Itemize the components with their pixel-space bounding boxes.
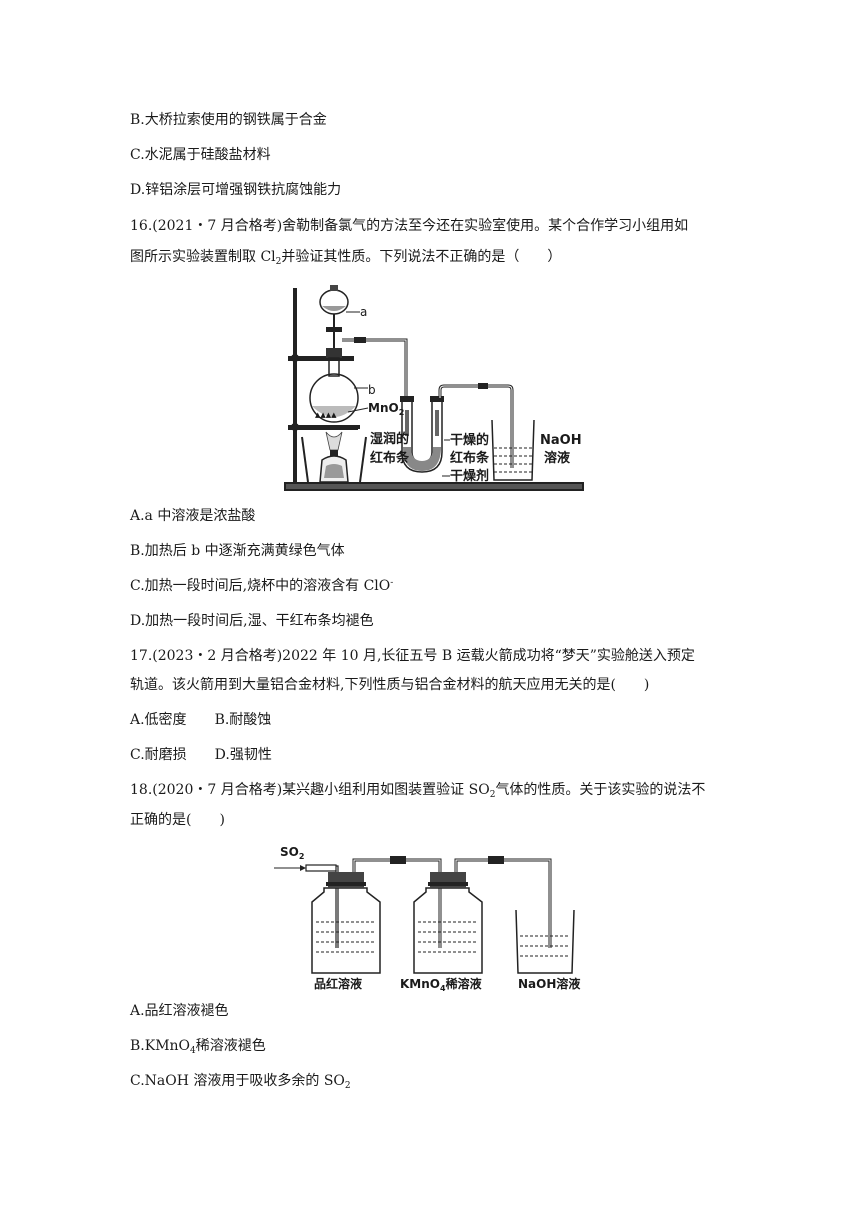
q18-option-a: A.品红溶液褪色 (130, 1003, 229, 1019)
option-d-prev: D.锌铝涂层可增强钢铁抗腐蚀能力 (130, 182, 342, 198)
label-dry-strip-2: 红布条 (450, 450, 490, 466)
q17-option-d: D.强韧性 (214, 747, 272, 763)
q18-option-b-tail: 稀溶液褪色 (195, 1038, 266, 1054)
label-so2: SO2 (280, 845, 304, 861)
q16-stem-line2: 图所示实验装置制取 Cl2并验证其性质。下列说法不正确的是（ ） (130, 247, 561, 267)
q18-option-c: C.NaOH 溶液用于吸收多余的 SO2 (130, 1071, 351, 1091)
label-desiccant: 干燥剂 (450, 468, 489, 484)
q16-option-c-text: C.加热一段时间后,烧杯中的溶液含有 ClO (130, 578, 391, 594)
q18-option-b: B.KMnO4稀溶液褪色 (130, 1036, 266, 1056)
svg-text:▲▲▲▲: ▲▲▲▲ (315, 411, 337, 419)
q18-subscript: 2 (489, 790, 496, 800)
q16-stem-text-tail: 并验证其性质。下列说法不正确的是（ ） (281, 249, 562, 265)
q16-stem-text: 图所示实验装置制取 Cl (130, 249, 276, 265)
option-b-prev: B.大桥拉索使用的钢铁属于合金 (130, 112, 327, 128)
label-kmno4: KMnO4稀溶液 (400, 976, 482, 993)
q16-subscript: 2 (275, 257, 282, 267)
q18-stem-text: 18.(2020・7 月合格考)某兴趣小组利用如图装置验证 SO (130, 782, 490, 798)
q17-option-c: C.耐磨损 (130, 747, 187, 763)
q17-stem-line2: 轨道。该火箭用到大量铝合金材料,下列性质与铝合金材料的航天应用无关的是( ) (130, 677, 650, 693)
label-naoh-solution: NaOH溶液 (518, 976, 580, 991)
label-pinhong: 品红溶液 (314, 976, 362, 991)
q18-option-b-subscript: 4 (190, 1046, 196, 1056)
q18-option-b-text: B.KMnO (130, 1038, 191, 1054)
q17-option-a: A.低密度 (130, 712, 187, 728)
q16-option-b: B.加热后 b 中逐渐充满黄绿色气体 (130, 543, 345, 559)
q16-option-d: D.加热一段时间后,湿、干红布条均褪色 (130, 613, 374, 629)
q18-option-c-text: C.NaOH 溶液用于吸收多余的 SO (130, 1073, 345, 1089)
q17-option-b: B.耐酸蚀 (214, 712, 272, 728)
q17-options-row2: C.耐磨损 D.强韧性 (130, 745, 272, 765)
label-b: b (368, 383, 376, 397)
chlorine-apparatus-figure: a ▲▲▲▲ b MnO2 湿润的 红布条 干燥的 红布条 干燥剂 NaOH 溶… (284, 285, 584, 491)
so2-apparatus-figure: SO2 品红溶液 KMnO4稀溶液 NaOH溶液 (274, 845, 580, 993)
q16-stem-line1: 16.(2021・7 月合格考)舍勒制备氯气的方法至今还在实验室使用。某个合作学… (130, 218, 689, 234)
q16-option-c: C.加热一段时间后,烧杯中的溶液含有 ClO- (130, 576, 393, 596)
label-dry-strip-1: 干燥的 (450, 432, 489, 448)
label-wet-strip-1: 湿润的 (370, 431, 409, 447)
q17-options-row1: A.低密度 B.耐酸蚀 (130, 710, 271, 730)
label-a: a (360, 305, 367, 319)
q18-stem-line1: 18.(2020・7 月合格考)某兴趣小组利用如图装置验证 SO2气体的性质。关… (130, 780, 705, 800)
q18-option-c-subscript: 2 (344, 1081, 351, 1091)
label-naoh-1: NaOH (540, 433, 582, 448)
q16-option-c-superscript: - (390, 578, 394, 588)
label-naoh-2: 溶液 (544, 450, 570, 466)
q16-option-a: A.a 中溶液是浓盐酸 (130, 508, 256, 524)
q18-stem-line2: 正确的是( ) (130, 812, 225, 828)
label-wet-strip-2: 红布条 (370, 450, 410, 466)
option-c-prev: C.水泥属于硅酸盐材料 (130, 147, 271, 163)
q17-stem-line1: 17.(2023・2 月合格考)2022 年 10 月,长征五号 B 运载火箭成… (130, 648, 695, 664)
q18-stem-text-tail: 气体的性质。关于该实验的说法不 (495, 782, 706, 798)
label-mno2: MnO2 (368, 401, 404, 417)
